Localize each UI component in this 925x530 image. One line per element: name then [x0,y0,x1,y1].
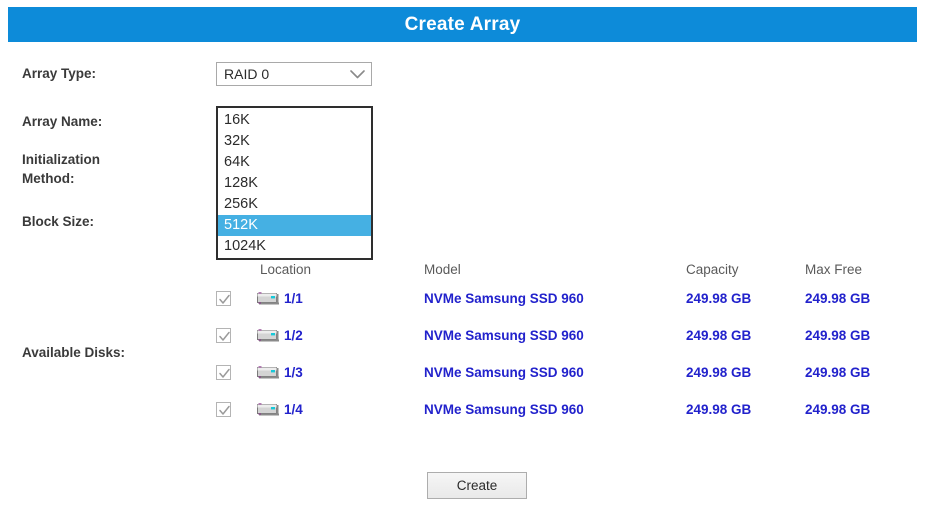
table-row: 1/2 NVMe Samsung SSD 960 249.98 GB 249.9… [216,323,916,347]
option-item-1024k[interactable]: 1024K [224,238,266,254]
disk-location-cell: 1/4 [257,397,303,421]
disk-drive-icon [257,328,279,342]
column-header-model: Model [424,262,461,277]
column-header-capacity: Capacity [686,262,739,277]
table-row: 1/3 NVMe Samsung SSD 960 249.98 GB 249.9… [216,360,916,384]
option-item-16k[interactable]: 16K [224,112,250,128]
column-header-location: Location [260,262,312,277]
disk-model-cell: NVMe Samsung SSD 960 [424,401,584,417]
checkbox-checked-icon[interactable] [216,290,231,306]
disk-select-checkbox[interactable] [216,360,231,384]
disk-capacity-cell: 249.98 GB [686,364,752,380]
chevron-down-icon [347,63,367,85]
checkbox-checked-icon[interactable] [216,364,231,380]
disk-capacity-cell: 249.98 GB [686,401,752,417]
create-button[interactable]: Create [427,472,527,499]
disk-max-free-cell: 249.98 GB [805,364,871,380]
disk-max-free-cell: 249.98 GB [805,290,871,306]
disk-location-label: 1/3 [284,364,303,380]
disk-select-checkbox[interactable] [216,397,231,421]
block-size-option-list[interactable]: 16K 32K 64K 128K 256K 512K 1024K [216,106,373,260]
label-available-disks: Available Disks: [22,345,126,360]
disk-location-label: 1/1 [284,290,303,306]
label-array-name: Array Name: [22,114,103,129]
disk-location-cell: 1/2 [257,323,303,347]
disk-capacity-cell: 249.98 GB [686,290,752,306]
option-item-32k[interactable]: 32K [224,133,250,149]
disk-drive-icon [257,365,279,379]
disk-model-cell: NVMe Samsung SSD 960 [424,364,584,380]
table-row: 1/4 NVMe Samsung SSD 960 249.98 GB 249.9… [216,397,916,421]
disk-select-checkbox[interactable] [216,323,231,347]
disk-location-label: 1/4 [284,401,303,417]
disk-max-free-cell: 249.98 GB [805,327,871,343]
array-type-select[interactable]: RAID 0 [216,62,372,86]
disk-model-cell: NVMe Samsung SSD 960 [424,290,584,306]
option-item-64k[interactable]: 64K [224,154,250,170]
disk-drive-icon [257,402,279,416]
option-item-256k[interactable]: 256K [224,196,258,212]
page-title-bar: Create Array [8,7,917,42]
disk-location-cell: 1/1 [257,286,303,310]
label-initialization-method: Initialization Method: [22,152,101,186]
table-row: 1/1 NVMe Samsung SSD 960 249.98 GB 249.9… [216,286,916,310]
array-type-select-value: RAID 0 [224,66,270,82]
disk-capacity-cell: 249.98 GB [686,327,752,343]
label-block-size: Block Size: [22,214,95,229]
checkbox-checked-icon[interactable] [216,401,231,417]
disk-model-cell: NVMe Samsung SSD 960 [424,327,584,343]
disk-select-checkbox[interactable] [216,286,231,310]
checkbox-checked-icon[interactable] [216,327,231,343]
option-item-128k[interactable]: 128K [224,175,258,191]
option-item-512k[interactable]: 512K [218,215,371,236]
label-array-type: Array Type: [22,66,97,81]
disk-location-label: 1/2 [284,327,303,343]
disk-drive-icon [257,291,279,305]
disk-location-cell: 1/3 [257,360,303,384]
page-title: Create Array [404,13,521,35]
disk-max-free-cell: 249.98 GB [805,401,871,417]
column-header-max-free: Max Free [805,262,863,277]
